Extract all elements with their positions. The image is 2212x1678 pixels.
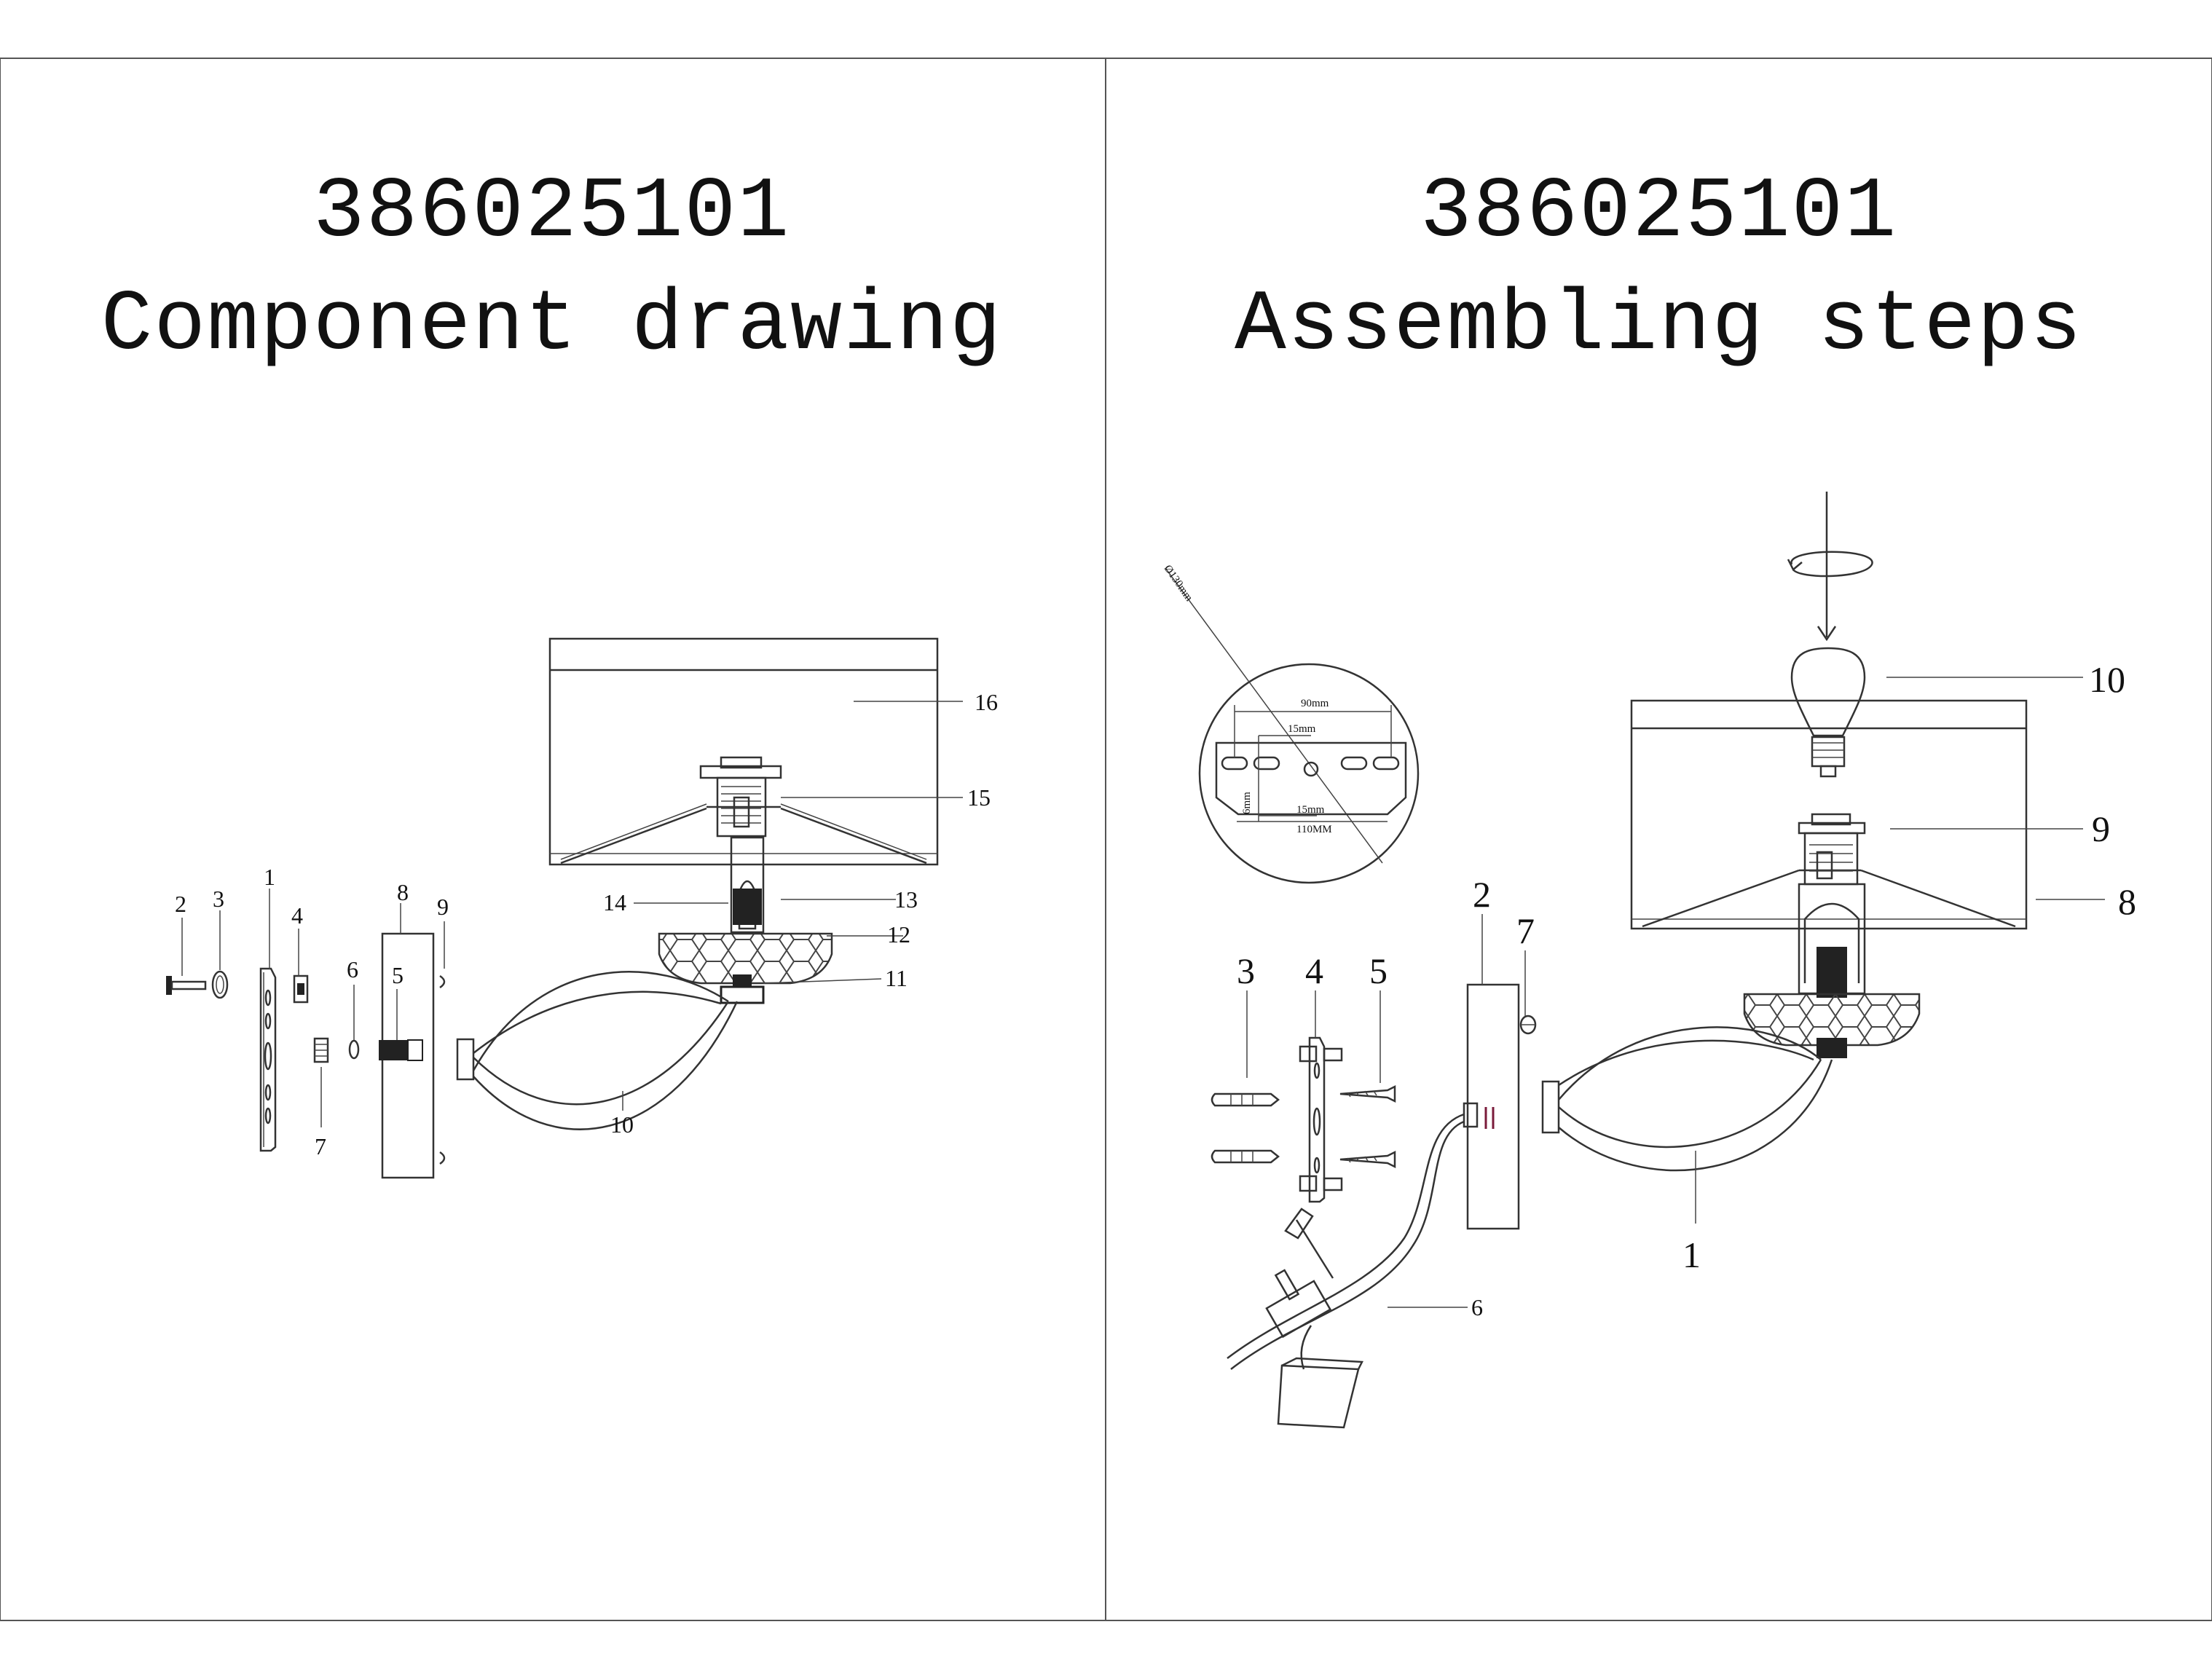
right-label-3: 3 [1237, 950, 1255, 991]
left-title: Component drawing [101, 277, 1003, 374]
shade-8 [1630, 699, 2028, 930]
right-label-4: 4 [1305, 950, 1323, 991]
socket-15 [699, 756, 782, 838]
right-title: Assembling steps [1235, 277, 2083, 374]
detail-width: 90mm [1301, 698, 1329, 709]
right-label-9: 9 [2092, 808, 2110, 849]
connector-4 [293, 974, 309, 1004]
bowl-12 [658, 932, 833, 985]
left-model-number: 386025101 [312, 165, 791, 261]
right-label-8: 8 [2118, 881, 2136, 922]
wall-plugs-3 [1211, 1092, 1280, 1164]
left-label-12: 12 [887, 921, 910, 948]
nut-14 [733, 889, 762, 925]
right-label-5: 5 [1369, 950, 1388, 991]
mounting-plate-4 [1299, 1036, 1343, 1203]
left-label-10: 10 [610, 1111, 634, 1138]
socket-9 [1798, 813, 1866, 998]
detail-offset-bottom: 15mm [1296, 804, 1325, 816]
left-label-14: 14 [603, 889, 626, 915]
assembling-steps: Ø130mm 90mm 15mm 15mm 6mm 110MM [1162, 492, 2136, 1429]
component-drawing: 16 15 13 14 12 11 10 8 9 5 6 7 4 1 3 2 [166, 637, 998, 1179]
right-label-2: 2 [1473, 874, 1491, 915]
left-label-16: 16 [975, 689, 998, 715]
left-label-15: 15 [967, 784, 991, 811]
nut-6 [348, 1039, 360, 1060]
left-label-6: 6 [347, 956, 358, 982]
left-label-8: 8 [397, 879, 409, 905]
rotate-arrow [1790, 551, 1873, 578]
bowl [1743, 993, 1921, 1047]
detail-total: 110MM [1296, 824, 1332, 835]
arm-1 [1541, 1026, 1833, 1172]
washer-3 [211, 970, 229, 999]
screw-cap-7 [1519, 1015, 1537, 1035]
left-label-4: 4 [291, 902, 303, 929]
left-label-2: 2 [175, 891, 186, 917]
left-title-block: 386025101 Component drawing [22, 157, 1082, 382]
right-title-block: 386025101 Assembling steps [1129, 157, 2189, 382]
mounting-plate-1 [259, 967, 277, 1152]
cable-6 [1227, 1113, 1468, 1429]
arm-10 [456, 971, 739, 1130]
left-label-13: 13 [894, 886, 918, 913]
detail-diameter: Ø130mm [1162, 563, 1195, 604]
shade-16 [548, 637, 939, 866]
bolt-2 [166, 976, 207, 995]
detail-offset-top: 15mm [1288, 723, 1316, 735]
right-model-number: 386025101 [1420, 165, 1898, 261]
bulb-10 [1790, 647, 1866, 778]
right-label-1: 1 [1682, 1234, 1701, 1275]
detail-height: 6mm [1241, 792, 1253, 814]
screws-5 [1339, 1084, 1396, 1169]
left-label-11: 11 [885, 965, 908, 991]
right-label-10: 10 [2089, 659, 2125, 700]
right-label-7: 7 [1516, 910, 1535, 951]
right-label-6: 6 [1471, 1294, 1483, 1320]
canopy-2 [1466, 983, 1520, 1230]
left-label-1: 1 [264, 864, 275, 890]
left-label-3: 3 [213, 886, 224, 912]
mounting-detail: Ø130mm 90mm 15mm 15mm 6mm 110MM [1162, 563, 1420, 884]
screw-9 [439, 974, 446, 989]
left-label-5: 5 [392, 962, 404, 988]
left-label-7: 7 [315, 1133, 326, 1159]
left-label-9: 9 [437, 894, 449, 920]
